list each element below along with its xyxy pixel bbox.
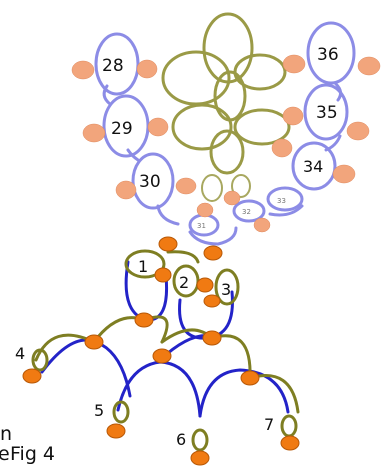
figure-caption: n e Fig 4 — [0, 423, 55, 465]
bead — [115, 180, 137, 200]
bead — [71, 60, 95, 80]
ring-6 — [191, 428, 209, 452]
bead — [152, 348, 172, 364]
ring-5 — [112, 400, 130, 424]
bead — [147, 117, 169, 137]
bead — [280, 435, 300, 451]
bead — [190, 450, 210, 466]
ring-3 — [214, 268, 240, 306]
bead — [203, 245, 223, 261]
blue-arc-6 — [198, 368, 290, 418]
bead — [134, 312, 154, 328]
bead — [196, 277, 214, 293]
ring-33 — [266, 186, 304, 212]
blue-arc-4 — [40, 338, 132, 398]
label-28: 28 — [102, 56, 124, 76]
bead — [158, 236, 178, 252]
label-1: 1 — [138, 257, 148, 276]
ring-mid-right — [233, 108, 291, 146]
bead — [175, 177, 197, 195]
ring-small-left — [201, 174, 223, 202]
ring-small-right — [231, 174, 251, 198]
blue-arc-5 — [116, 360, 202, 418]
bead — [203, 294, 221, 308]
caption-fragment-bottom: e — [0, 443, 10, 465]
label-31: 31 — [197, 222, 206, 230]
label-30: 30 — [139, 172, 161, 192]
label-7: 7 — [264, 415, 274, 434]
olive-arc-g — [166, 250, 200, 264]
label-36: 36 — [317, 45, 339, 65]
label-5: 5 — [94, 401, 104, 420]
ring-labels: 28 29 30 31 32 33 34 35 36 1 2 3 4 5 6 7 — [15, 45, 339, 449]
figure-label: Fig 4 — [10, 443, 55, 465]
bead — [240, 370, 260, 386]
bead — [346, 121, 370, 141]
ring-32 — [232, 199, 266, 223]
ring-4 — [31, 348, 49, 372]
outer-rings — [94, 21, 356, 246]
lower-chain — [22, 236, 300, 466]
bead — [332, 164, 356, 184]
bead — [22, 368, 42, 384]
label-2: 2 — [179, 273, 189, 292]
bead — [196, 202, 214, 218]
connector-30-31 — [156, 204, 180, 226]
ring-28 — [94, 32, 140, 96]
ring-34 — [291, 141, 337, 191]
bead — [202, 330, 222, 346]
ring-36 — [306, 21, 356, 85]
bead — [136, 59, 158, 79]
label-4: 4 — [15, 344, 25, 363]
bead — [106, 423, 126, 439]
bead — [271, 138, 293, 158]
bead — [82, 123, 106, 143]
bead — [357, 56, 381, 76]
label-29: 29 — [111, 119, 133, 139]
bead — [282, 54, 306, 74]
label-33: 33 — [277, 197, 286, 205]
bead — [282, 106, 304, 126]
label-32: 32 — [242, 208, 251, 216]
upper-beads — [71, 54, 381, 233]
ring-1 — [124, 249, 166, 279]
ring-35 — [303, 83, 349, 141]
bead — [253, 217, 271, 233]
ring-7 — [280, 414, 298, 438]
ring-lower-center — [209, 129, 245, 175]
label-34: 34 — [303, 157, 323, 176]
bead — [223, 190, 241, 206]
flower-rings — [161, 12, 291, 202]
ring-30 — [131, 152, 175, 210]
bead — [84, 334, 104, 350]
label-6: 6 — [176, 430, 186, 449]
label-35: 35 — [316, 103, 338, 123]
ring-mid-left — [171, 103, 233, 151]
label-3: 3 — [221, 280, 231, 299]
connector-31-32 — [188, 226, 238, 246]
bead — [154, 267, 172, 283]
caption-fragment-top: n — [0, 423, 12, 445]
connector-33-34 — [268, 204, 304, 217]
